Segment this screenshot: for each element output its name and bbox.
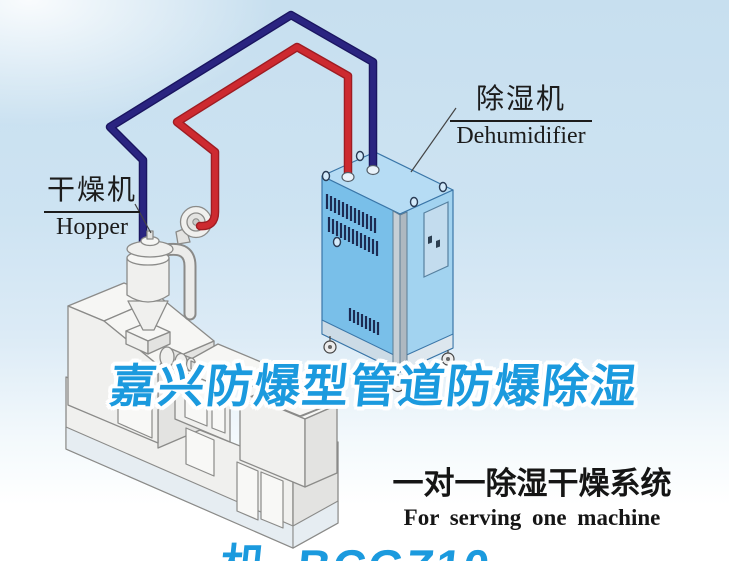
- dehumidifier-label-en: Dehumidifier: [456, 123, 586, 149]
- slogan-zh: 一对一除湿干燥系统: [392, 466, 672, 501]
- product-title-line2: 机 BCGZ10: [21, 536, 689, 561]
- product-title-line1: 嘉兴防爆型管道防爆除湿: [107, 360, 642, 412]
- hopper-label-en: Hopper: [56, 214, 128, 240]
- nozzle-coupling: [159, 346, 204, 373]
- hopper-mount: [125, 321, 171, 355]
- pipe-fitting: [366, 164, 380, 176]
- hopper-lid: [126, 230, 174, 258]
- lifting-eyelets: [321, 150, 448, 248]
- dehumidifier-illustration: [321, 150, 455, 393]
- supply-air-pipe: [172, 42, 353, 231]
- molding-machine-illustration: [65, 282, 339, 549]
- hopper-leader-line: [134, 203, 152, 234]
- dehumidifier-label-zh: 除湿机: [450, 77, 592, 122]
- slogan: 一对一除湿干燥系统 For serving one machine: [378, 458, 686, 531]
- dehumidifier-label: 除湿机 Dehumidifier: [450, 77, 592, 150]
- hopper-label-zh: 干燥机: [44, 168, 140, 213]
- slogan-en: For serving one machine: [403, 505, 661, 530]
- vent-grille: [325, 194, 380, 335]
- casters: [323, 336, 455, 393]
- control-door: [423, 201, 449, 278]
- return-air-pipe: [105, 10, 378, 257]
- hopper-label: 干燥机 Hopper: [44, 168, 140, 241]
- pipe-fitting: [341, 171, 355, 183]
- dehumidifier-leader-line: [410, 107, 457, 173]
